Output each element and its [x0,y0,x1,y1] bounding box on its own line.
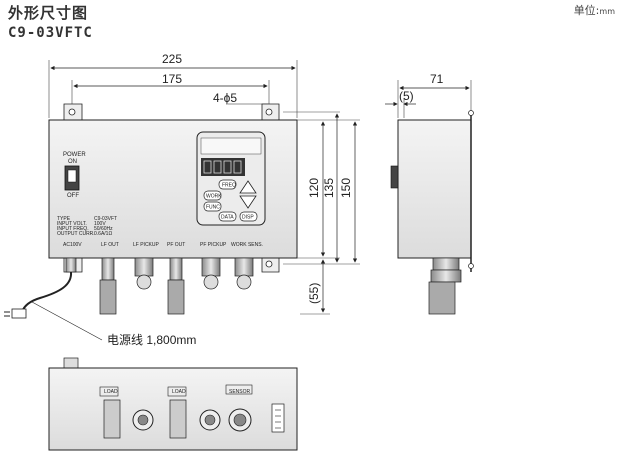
spec-type: TYPE [57,216,71,222]
bottom-load-label-1: LOAD [104,389,118,395]
on-label: ON [68,159,77,165]
spec-input-volt: INPUT VOLT. [57,221,87,227]
dim-height-150: 150 [339,178,353,198]
drawing-title: 外形尺寸图 [8,4,89,22]
front-view: 225 175 4-ϕ5 POWER ON OFF TYPE INPUT VOL… [4,52,360,347]
conn-pf-pickup: PF PICKUP [200,242,227,248]
unit-note: 单位:mm [574,2,615,18]
bottom-view: LOAD LOAD SENSOR [48,357,298,451]
side-view: 71 (5) [385,72,474,315]
conn-pf-out: PF OUT [167,242,185,248]
spec-output-curr: OUTPUT CURR. [57,231,95,237]
power-label: POWER [63,152,86,158]
spec-freq-value: 50/60Hz [94,226,113,232]
dim-hole-pitch: 175 [162,72,182,86]
spec-volt-value: 100V [94,221,106,227]
off-label: OFF [67,193,79,199]
button-disp: DISP [242,215,254,221]
button-work: WORK [206,194,222,200]
conn-lf-out: LF OUT [101,242,119,248]
conn-work-sens: WORK SENS. [231,242,263,248]
conn-ac100v: AC100V [63,242,82,248]
spec-curr-value: 0.6A/1Ω [94,231,112,237]
up-arrow-icon [239,180,257,194]
button-freq: FREQ [222,183,236,189]
dim-flange-5: (5) [399,89,414,103]
dim-height-135: 135 [322,178,336,198]
panel-buttons: FREQ WORK FUNC DATA DISP [203,179,258,222]
spec-input-freq: INPUT FREQ. [57,226,89,232]
unit-value: mm [599,7,615,16]
model-number: C9-03VFTC [8,25,93,41]
dim-depth-71: 71 [430,72,444,86]
dim-connector-55: (55) [307,283,321,304]
dim-holes: 4-ϕ5 [213,91,237,105]
plug-icon [11,308,27,319]
dim-height-120: 120 [307,178,321,198]
button-data: DATA [221,215,234,221]
front-connectors [99,257,254,315]
conn-lf-pickup: LF PICKUP [133,242,160,248]
bottom-sensor-label: SENSOR [229,389,251,395]
dim-width-total: 225 [162,52,182,66]
down-arrow-icon [239,195,257,209]
spec-type-value: C9-03VFT [94,216,117,222]
button-func: FUNC [206,205,220,211]
bottom-load-label-2: LOAD [172,389,186,395]
cable-length-label: 电源线 1,800mm [107,333,196,347]
unit-label: 单位: [573,4,600,17]
